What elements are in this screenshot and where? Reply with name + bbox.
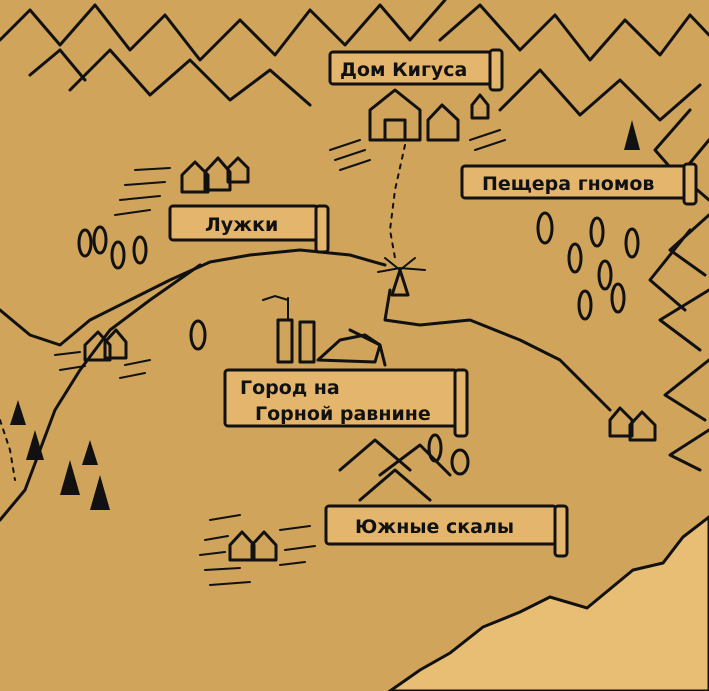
city-label-line-2: Горной равнине [255, 403, 431, 425]
southern-cliffs-mountains [338, 438, 452, 502]
label-luzhki: Лужки [168, 204, 330, 254]
kigus-house-settlement [329, 88, 506, 171]
label-gnome-cave: Пещера гномов [460, 162, 698, 206]
kigus-house-label: Дом Кигуса [340, 59, 467, 81]
gnome-cave-label: Пещера гномов [482, 173, 654, 195]
sacred-tree [377, 257, 426, 297]
southern-cliffs-label: Южные скалы [355, 516, 514, 538]
city-label-line-1: Город на [240, 377, 340, 399]
label-kigus-house: Дом Кигуса [328, 48, 504, 92]
deciduous-trees [77, 211, 640, 476]
luzhki-settlement [114, 156, 250, 216]
label-southern-cliffs: Южные скалы [324, 504, 569, 558]
western-village [54, 328, 151, 379]
label-city: Город на Горной равнине [223, 368, 469, 438]
northern-mountains [0, 0, 709, 122]
city-castle [262, 294, 382, 364]
southern-village [199, 514, 316, 586]
conifer-trees [10, 120, 640, 510]
luzhki-label: Лужки [205, 214, 278, 236]
eastern-village [608, 406, 657, 442]
rivers [0, 144, 612, 522]
lowland-coast [387, 515, 709, 691]
